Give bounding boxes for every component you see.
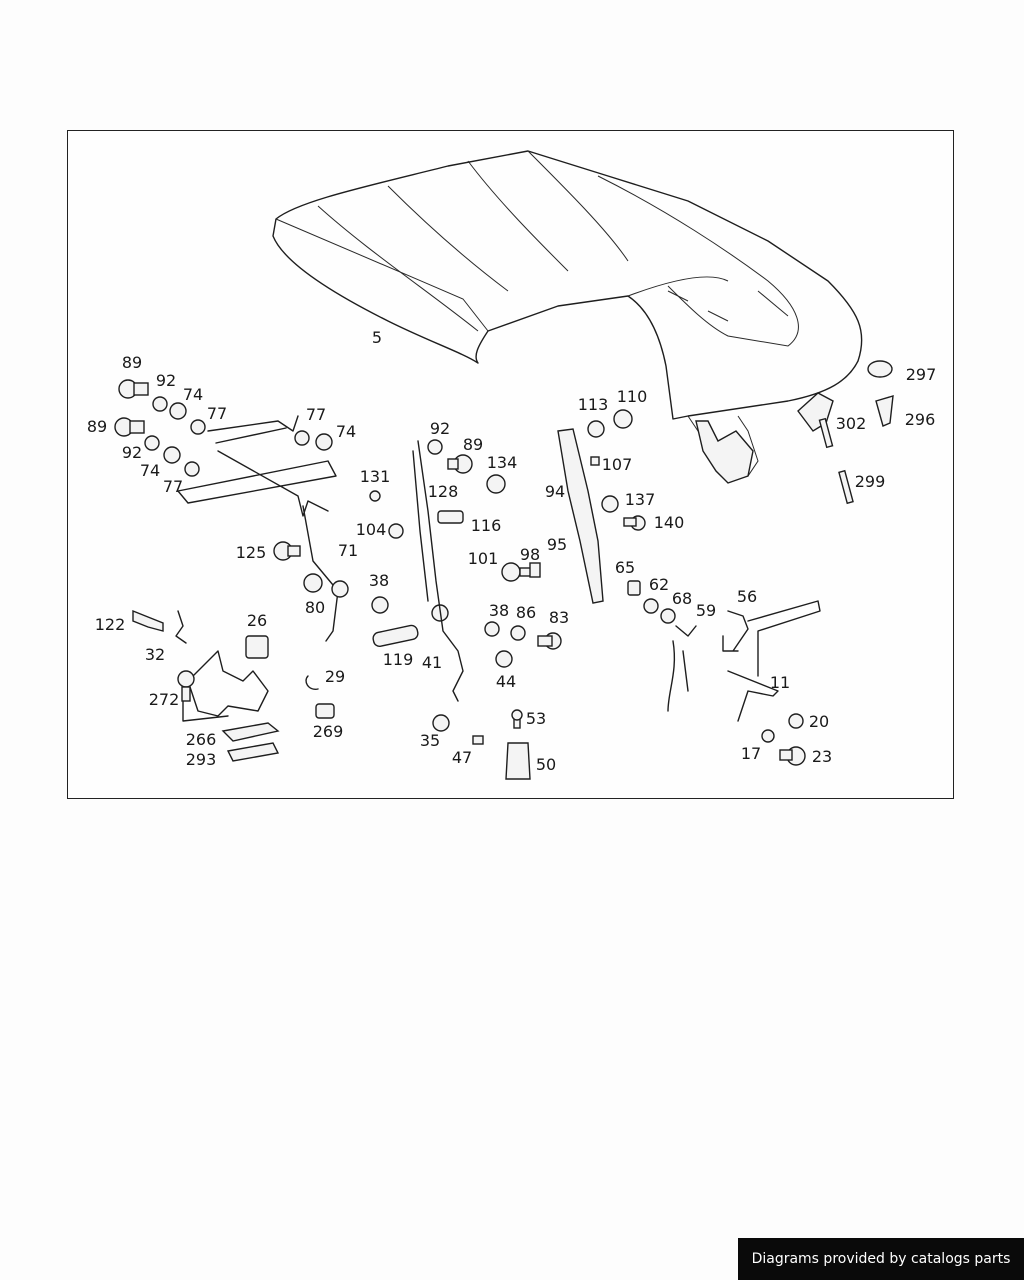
callout-41: 41 <box>421 653 443 672</box>
callout-110: 110 <box>616 387 648 406</box>
callout-65: 65 <box>614 558 636 577</box>
callout-134: 134 <box>486 453 518 472</box>
left-linkage-assembly <box>177 415 349 642</box>
callout-296: 296 <box>904 410 936 429</box>
callout-83: 83 <box>548 608 570 627</box>
callout-17: 17 <box>740 744 762 763</box>
callout-5: 5 <box>371 328 383 347</box>
callout-35: 35 <box>419 731 441 750</box>
callout-77: 77 <box>162 477 184 496</box>
callout-44: 44 <box>495 672 517 691</box>
callout-101: 101 <box>467 549 499 568</box>
callout-98: 98 <box>519 545 541 564</box>
callout-29: 29 <box>324 667 346 686</box>
callout-92: 92 <box>429 419 451 438</box>
callout-68: 68 <box>671 589 693 608</box>
callout-62: 62 <box>648 575 670 594</box>
diagram-frame: 5 89 92 74 77 77 74 89 92 74 77 125 71 8… <box>67 130 954 799</box>
footer-credit: Diagrams provided by catalogs parts <box>738 1238 1024 1280</box>
callout-297: 297 <box>905 365 937 384</box>
callout-122: 122 <box>94 615 126 634</box>
callout-11: 11 <box>769 673 791 692</box>
callout-20: 20 <box>808 712 830 731</box>
callout-71: 71 <box>337 541 359 560</box>
exploded-parts-drawing <box>114 150 894 780</box>
callout-128: 128 <box>427 482 459 501</box>
callout-89: 89 <box>121 353 143 372</box>
callout-299: 299 <box>854 472 886 491</box>
callout-77: 77 <box>206 404 228 423</box>
callout-107: 107 <box>601 455 633 474</box>
callout-74: 74 <box>335 422 357 441</box>
callout-92: 92 <box>155 371 177 390</box>
callout-119: 119 <box>382 650 414 669</box>
callout-125: 125 <box>235 543 267 562</box>
callout-116: 116 <box>470 516 502 535</box>
callout-293: 293 <box>185 750 217 769</box>
callout-38: 38 <box>368 571 390 590</box>
callout-113: 113 <box>577 395 609 414</box>
callout-53: 53 <box>525 709 547 728</box>
callout-131: 131 <box>359 467 391 486</box>
callout-86: 86 <box>515 603 537 622</box>
soft-top-canopy <box>272 150 863 484</box>
callout-89: 89 <box>462 435 484 454</box>
callout-74: 74 <box>139 461 161 480</box>
callout-77: 77 <box>305 405 327 424</box>
callout-302: 302 <box>835 414 867 433</box>
callout-80: 80 <box>304 598 326 617</box>
callout-56: 56 <box>736 587 758 606</box>
callout-272: 272 <box>148 690 180 709</box>
callout-92: 92 <box>121 443 143 462</box>
callout-137: 137 <box>624 490 656 509</box>
callout-140: 140 <box>653 513 685 532</box>
callout-94: 94 <box>544 482 566 501</box>
callout-59: 59 <box>695 601 717 620</box>
callout-89: 89 <box>86 417 108 436</box>
callout-74: 74 <box>182 385 204 404</box>
small-parts <box>114 360 894 780</box>
callout-23: 23 <box>811 747 833 766</box>
callout-38: 38 <box>488 601 510 620</box>
callout-266: 266 <box>185 730 217 749</box>
callout-269: 269 <box>312 722 344 741</box>
callout-95: 95 <box>546 535 568 554</box>
callout-104: 104 <box>355 520 387 539</box>
callout-50: 50 <box>535 755 557 774</box>
callout-26: 26 <box>246 611 268 630</box>
callout-47: 47 <box>451 748 473 767</box>
callout-32: 32 <box>144 645 166 664</box>
